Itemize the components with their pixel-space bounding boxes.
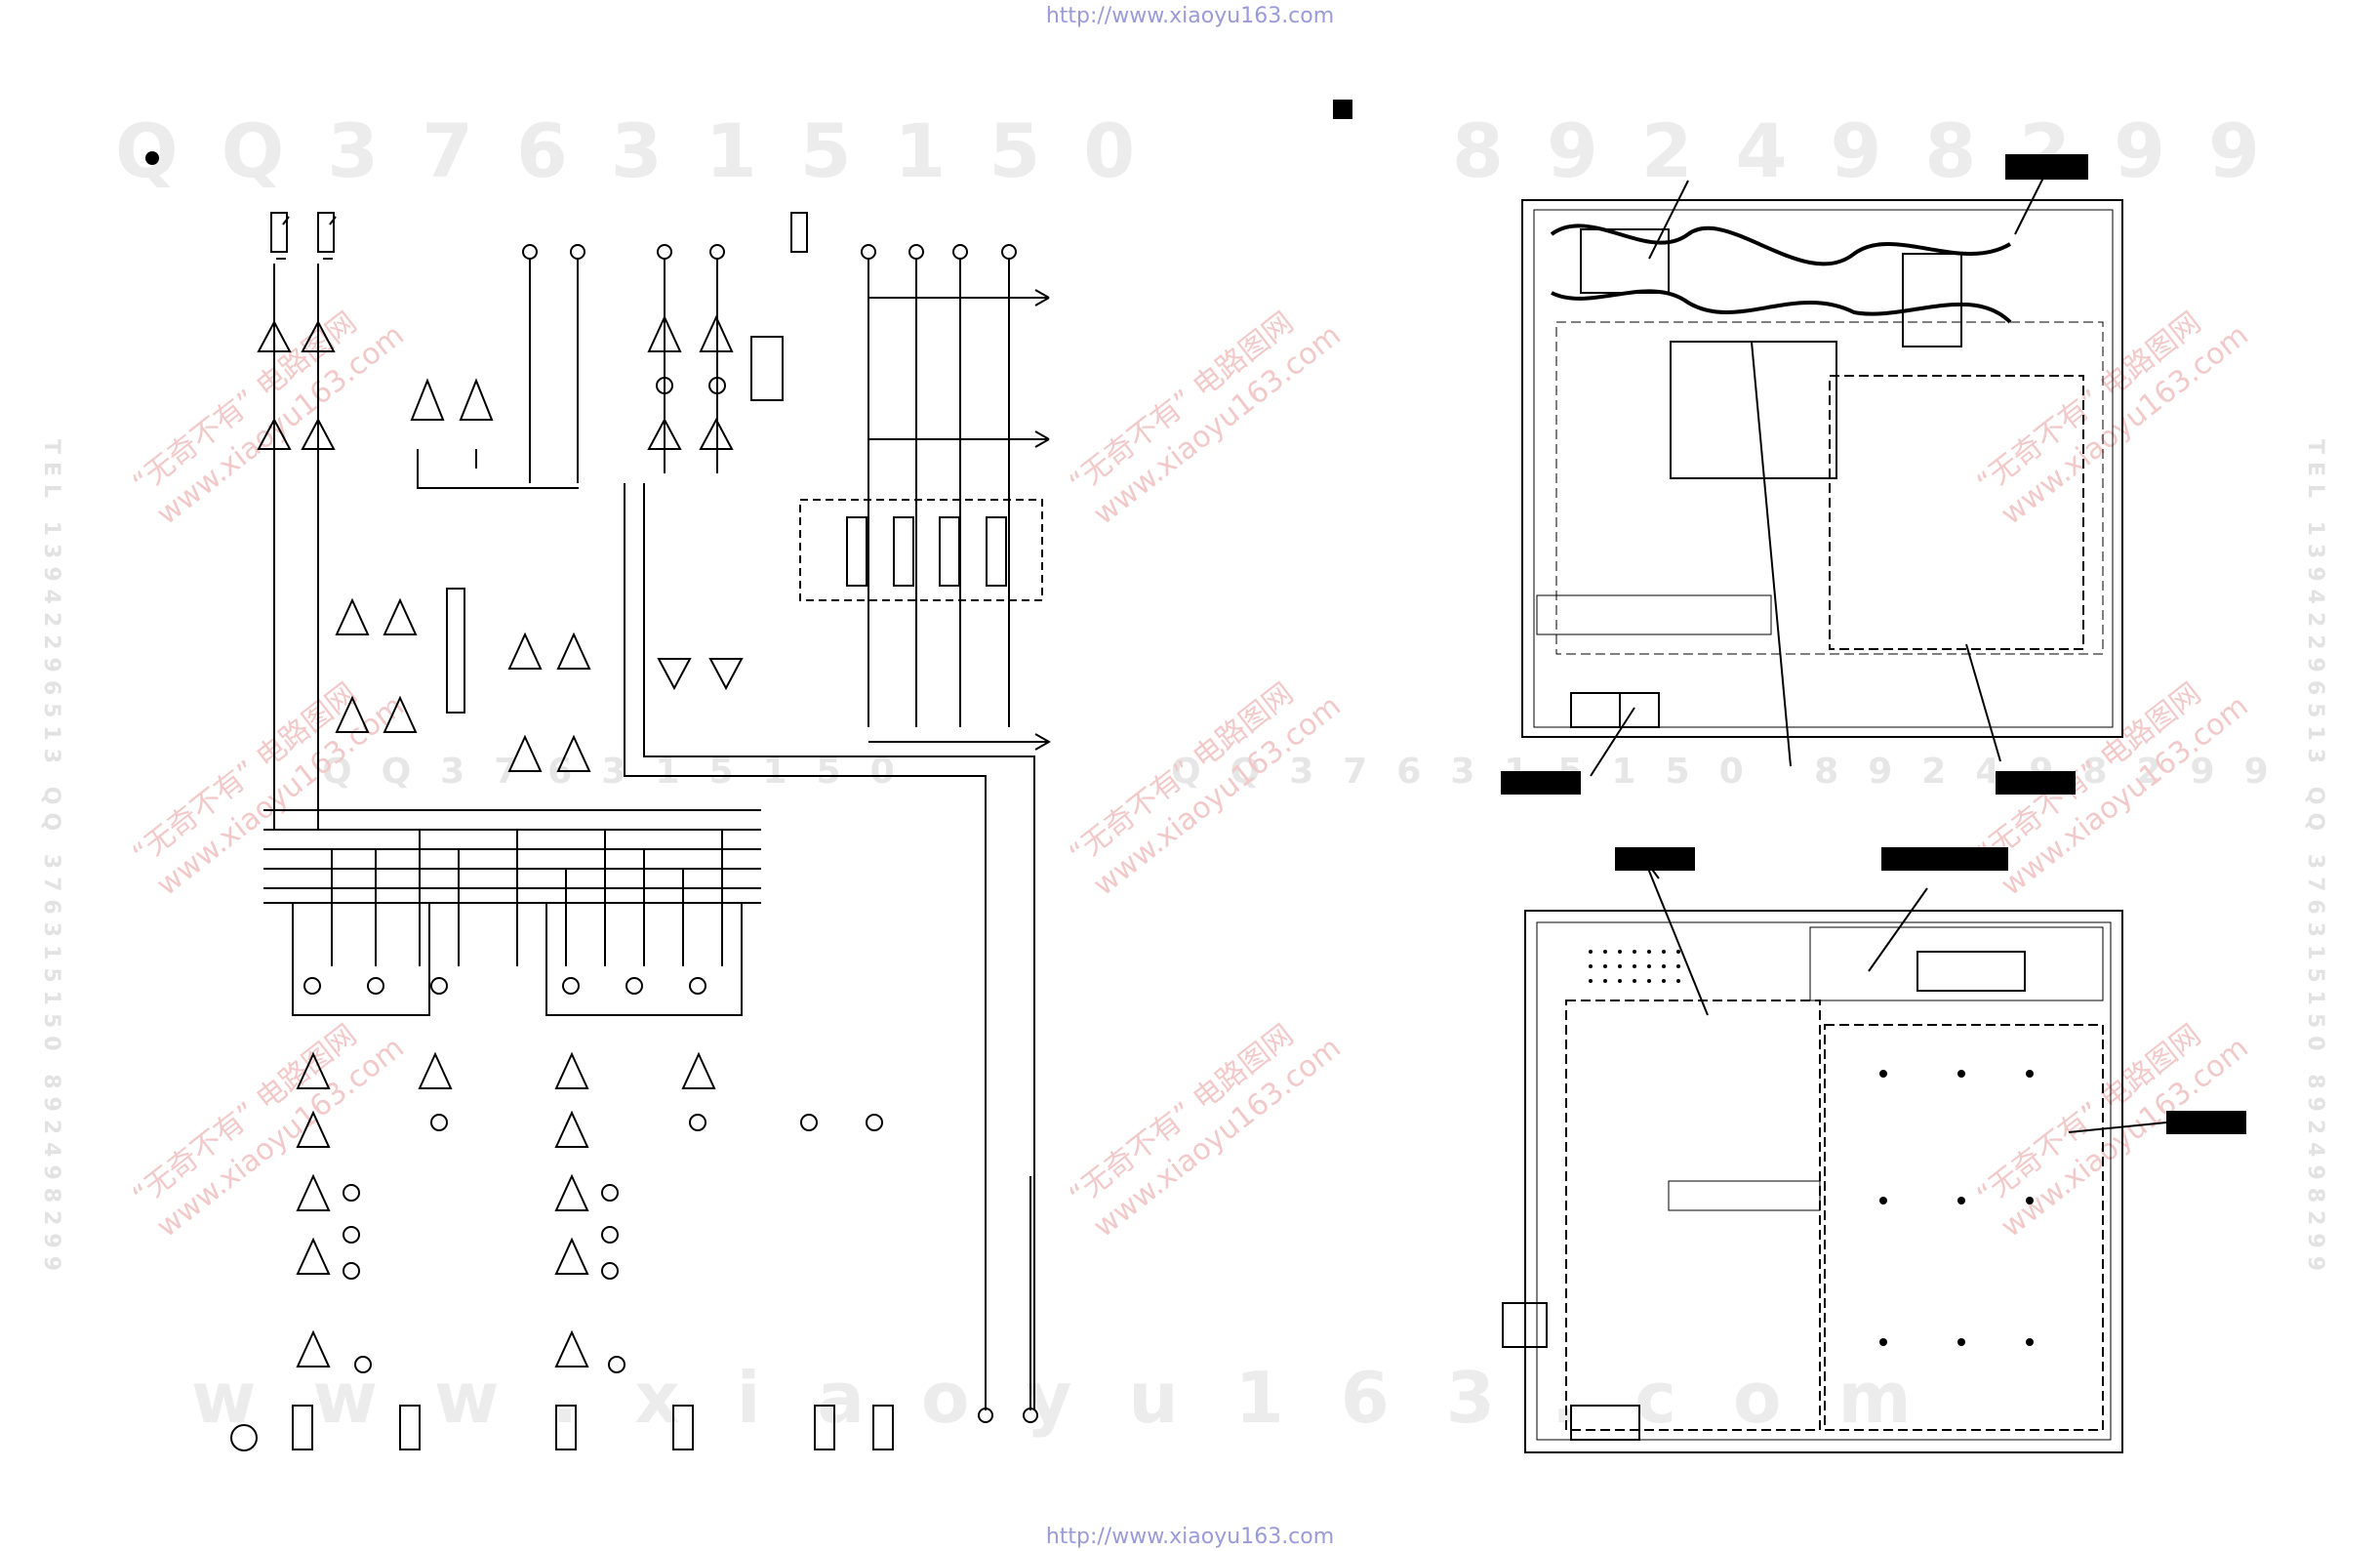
callout-tag: [2166, 1111, 2246, 1134]
watermark-qq-left: QQ376315150: [115, 107, 1179, 194]
input-jack: [270, 212, 337, 260]
watermark-qq-right: 892498299: [1452, 107, 2303, 194]
watermark-site: www.xiaoyu163.com: [191, 1357, 1968, 1439]
callout-tag: [2005, 154, 2088, 180]
watermark-mid-right: QQ376315150 892498299: [1171, 752, 2298, 792]
callout-tag: [1501, 771, 1581, 795]
pots: [303, 377, 883, 1373]
amplifiers: [257, 314, 744, 1367]
watermark-side-right: TEL 13942296513 QQ 376315150 892498299: [2303, 439, 2327, 1280]
watermark-mid-left: QQ376315150: [322, 752, 924, 792]
section-square-marker: [1333, 100, 1352, 119]
footer-url[interactable]: http://www.xiaoyu163.com: [1045, 1525, 1335, 1549]
callout-tag: [1881, 847, 2008, 871]
callout-tag: [1996, 771, 2076, 795]
section-bullet: [145, 151, 159, 165]
watermark-side-left: TEL 13942296513 QQ 376315150 892498299: [39, 439, 63, 1280]
header-url[interactable]: http://www.xiaoyu163.com: [1045, 4, 1335, 28]
callout-tag: [1615, 847, 1695, 871]
